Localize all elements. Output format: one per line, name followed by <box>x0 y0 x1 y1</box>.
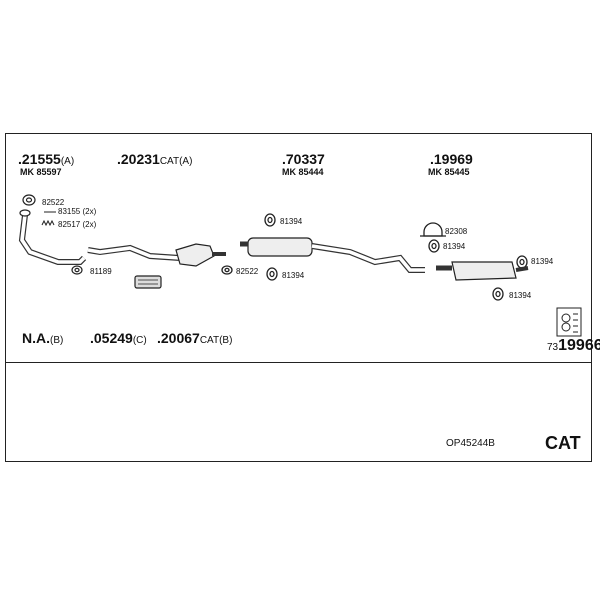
part-number-19969: .19969 <box>430 151 473 167</box>
callout-82308: 82308 <box>445 227 468 236</box>
mk-number-85597: MK 85597 <box>20 167 62 177</box>
mk-number-85445: MK 85445 <box>428 167 470 177</box>
part-number-21555: .21555(A) <box>18 151 75 167</box>
middle-silencer-icon <box>240 237 425 273</box>
exhaust-front-pipe-icon <box>18 209 87 265</box>
part-number-70337: .70337 <box>282 151 325 167</box>
rear-silencer-icon <box>436 261 529 281</box>
mk-number-85444: MK 85444 <box>282 167 324 177</box>
rubber-hanger-icon <box>221 213 528 301</box>
callout-82517: 82517 (2x) <box>58 220 97 229</box>
callout-81394-c: 81394 <box>443 242 466 251</box>
gasket-icon <box>22 194 83 275</box>
callout-81394-b: 81394 <box>282 271 305 280</box>
reference-code: OP45244B <box>446 438 495 449</box>
part-number-20231: .20231CAT(A) <box>117 151 193 167</box>
part-number-20067: .20067CAT(B) <box>157 330 233 346</box>
callout-81189: 81189 <box>90 267 112 276</box>
spring-bolt-icon <box>41 211 56 227</box>
clamp-icon <box>420 222 446 237</box>
diagram-frame <box>5 133 592 462</box>
cat-tag: CAT <box>545 433 581 453</box>
kit-number: 7319966 <box>547 337 600 354</box>
catalytic-converter-icon <box>87 243 226 289</box>
divider-line <box>5 362 592 363</box>
part-number-05249: .05249(C) <box>90 330 147 346</box>
callout-82522: 82522 <box>42 198 65 207</box>
callout-82522-b: 82522 <box>236 267 259 276</box>
part-number-na: N.A.(B) <box>22 330 64 346</box>
callout-81394-d: 81394 <box>531 257 554 266</box>
callout-81394-a: 81394 <box>280 217 303 226</box>
mounting-kit-icon <box>556 307 582 337</box>
callout-81394-e: 81394 <box>509 291 532 300</box>
callout-83155: 83155 (2x) <box>58 207 97 216</box>
